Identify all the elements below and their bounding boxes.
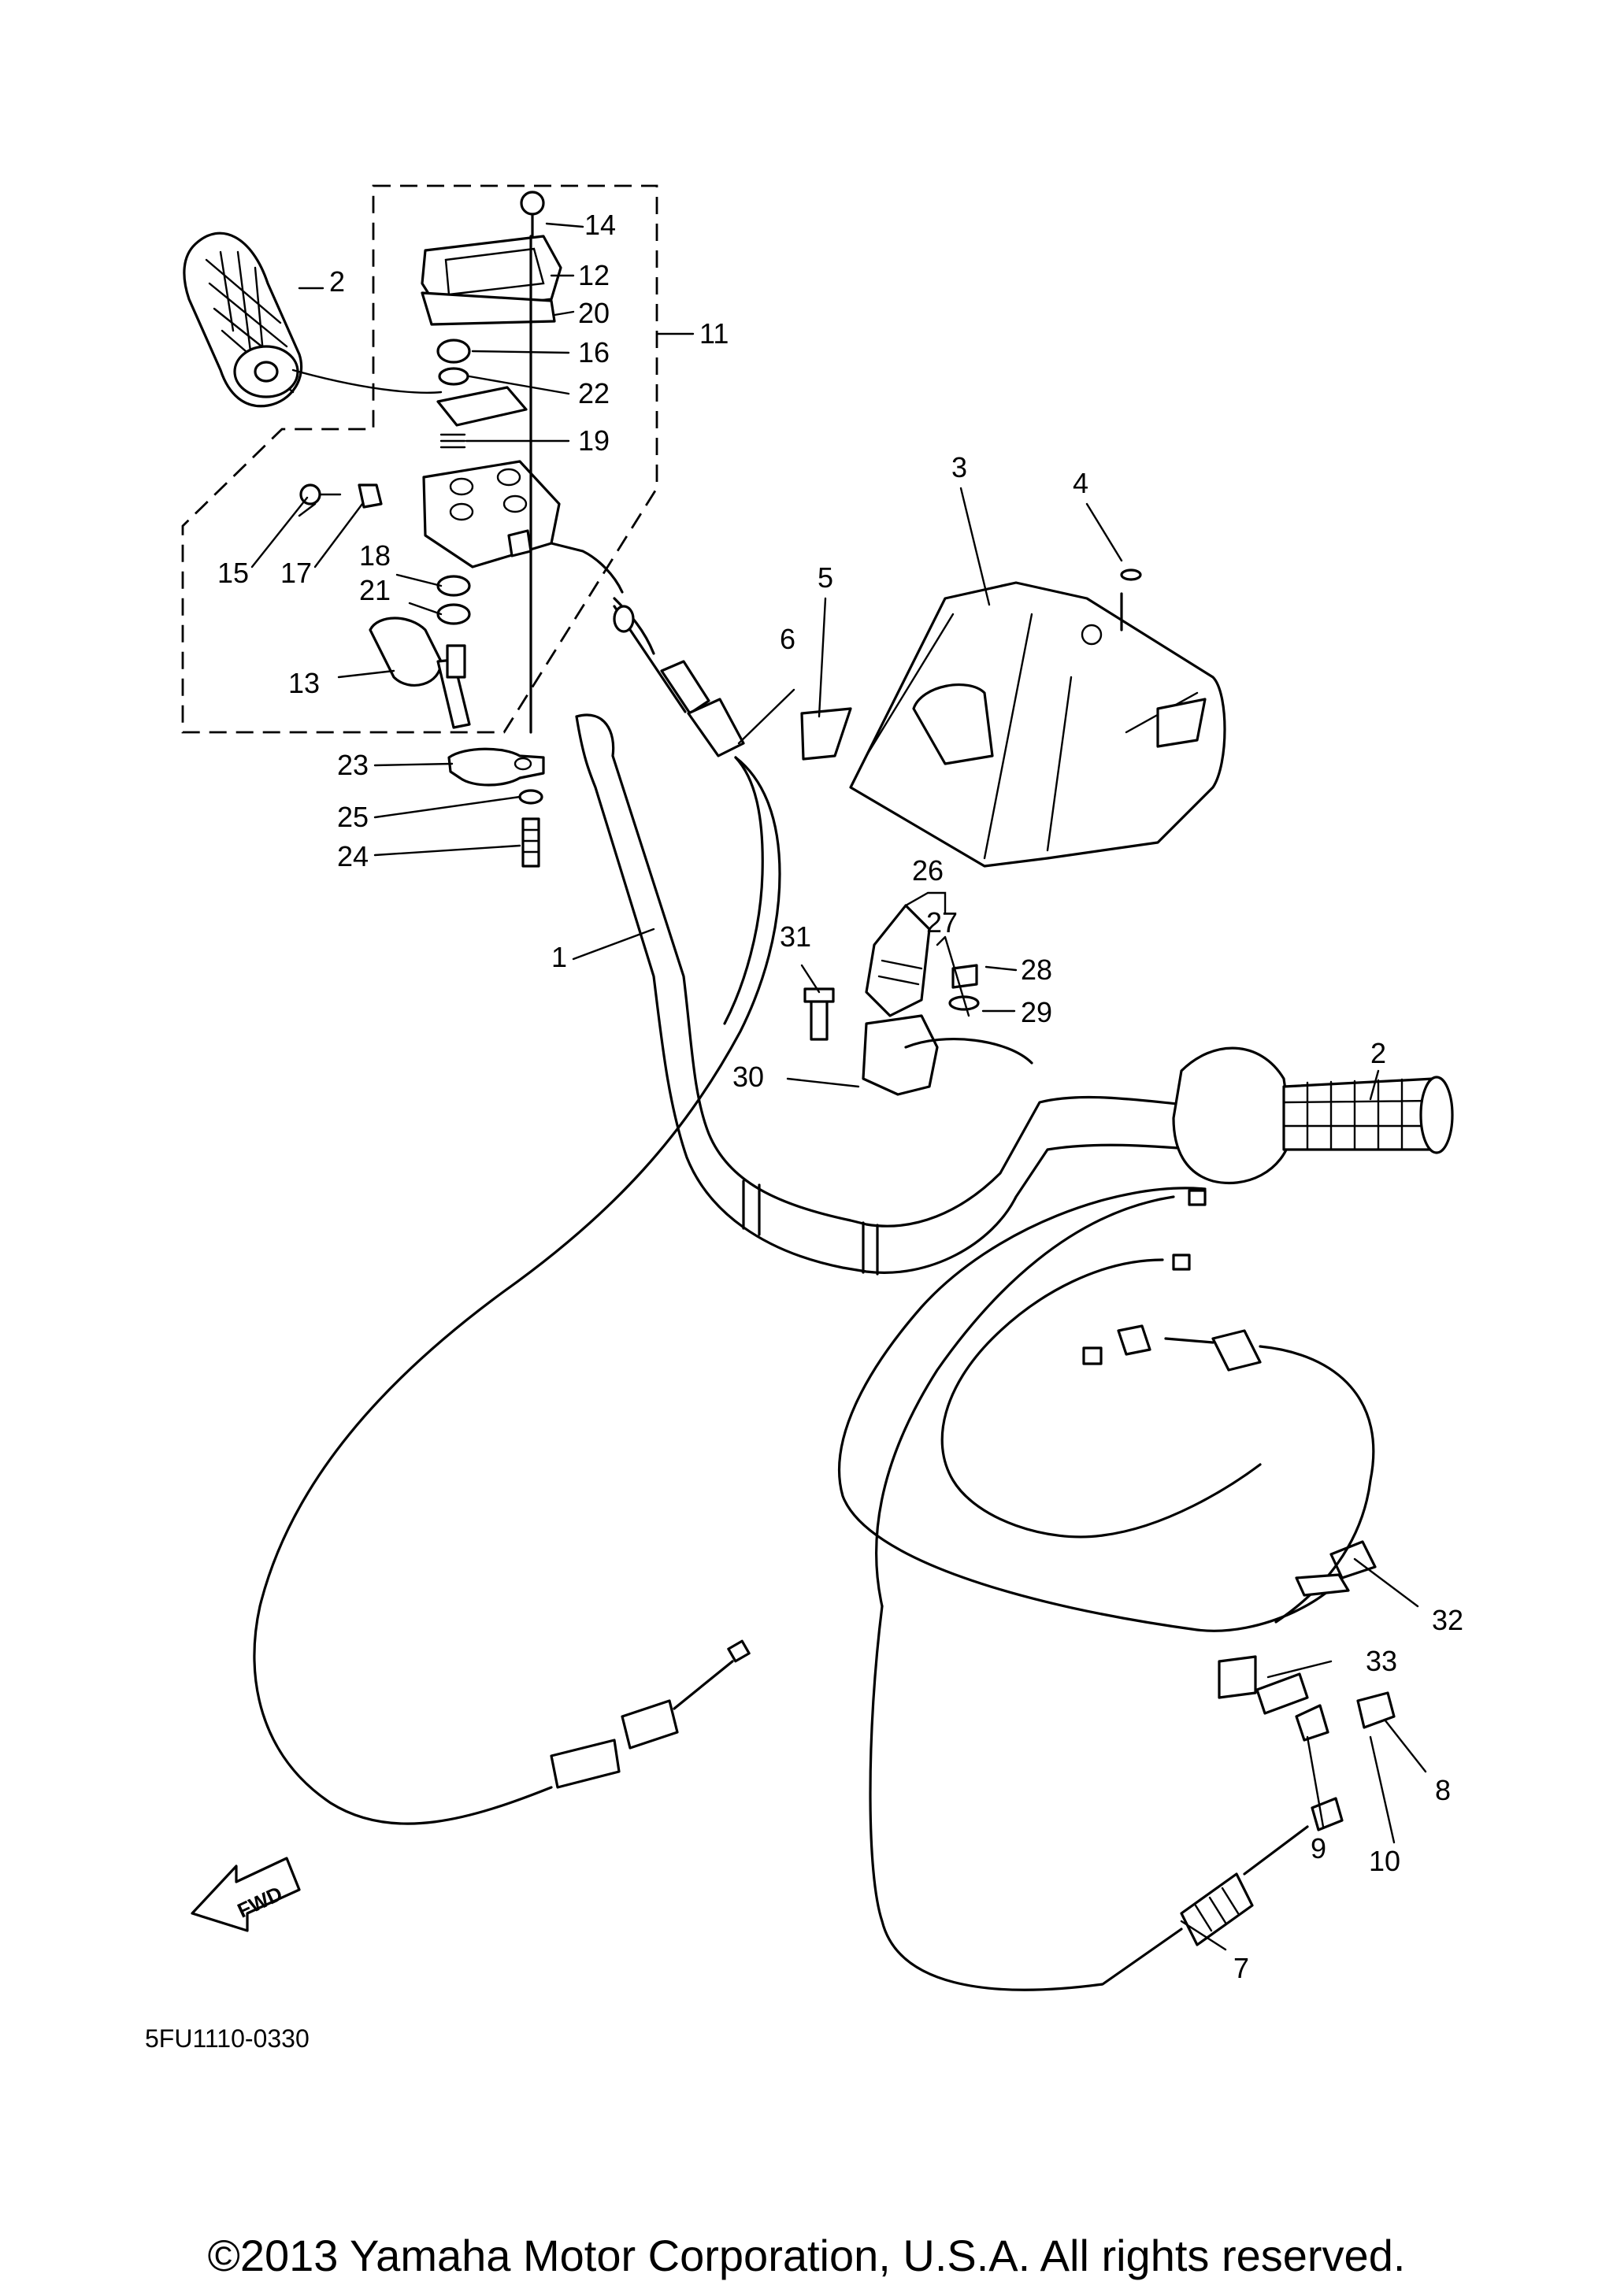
callout-12: 12 [578,259,610,291]
callout-32: 32 [1432,1604,1463,1636]
callout-8: 8 [1435,1774,1451,1806]
assembly-boundary [181,184,658,734]
callout-14: 14 [584,209,616,241]
callout-7: 7 [1233,1952,1249,1984]
copyright-notice: ©2013 Yamaha Motor Corporation, U.S.A. A… [207,2231,1406,2280]
lower-clamp-parts [447,747,545,868]
callout-27: 27 [926,906,958,939]
callout-23: 23 [337,749,369,781]
callout-22: 22 [578,377,610,409]
handlebar-cover [800,568,1226,868]
callout-20: 20 [578,297,610,329]
callout-17: 17 [280,557,312,589]
callout-31: 31 [780,920,811,953]
callout-6: 6 [780,623,795,655]
handlebar [575,713,1207,1276]
callout-labels: 1 2 2 3 4 5 6 7 8 9 10 11 12 13 14 15 16… [217,209,1463,1984]
callout-9: 9 [1311,1832,1326,1865]
callout-24: 24 [337,840,369,872]
callout-2-right: 2 [1370,1037,1386,1069]
left-grip [183,231,303,408]
throttle-cable [253,605,781,1825]
callout-3: 3 [951,451,967,483]
callout-18: 18 [359,539,391,572]
callout-25: 25 [337,801,369,833]
callout-2-left: 2 [329,265,345,298]
forward-arrow-icon: FWD [191,1857,301,1932]
throttle-housing [803,904,1033,1096]
callout-11: 11 [699,317,729,350]
callout-28: 28 [1021,954,1052,986]
brake-cables [838,1187,1396,1991]
right-grip [1172,1046,1454,1185]
callout-29: 29 [1021,996,1052,1028]
diagram-code: 5FU1110-0330 [145,2024,310,2053]
callout-1: 1 [551,941,567,973]
callout-33: 33 [1366,1645,1397,1677]
callout-5: 5 [818,561,833,594]
leader-lines [250,222,1427,1951]
callout-13: 13 [288,667,320,699]
callout-30: 30 [732,1061,764,1093]
callout-15: 15 [217,557,249,589]
callout-10: 10 [1369,1845,1400,1877]
throttle-assembly [299,191,655,734]
callout-21: 21 [359,574,391,606]
callout-26: 26 [912,854,944,887]
callout-4: 4 [1073,467,1088,499]
callout-16: 16 [578,336,610,368]
callout-19: 19 [578,424,610,457]
